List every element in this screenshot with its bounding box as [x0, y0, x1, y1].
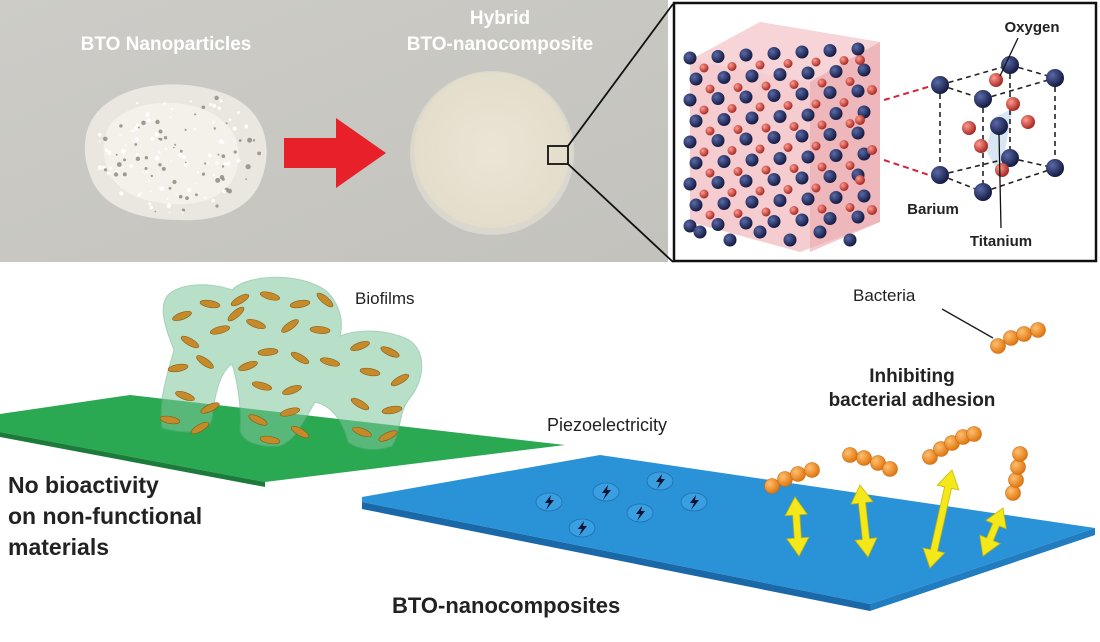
biofilms [159, 276, 423, 450]
unit-cell [931, 37, 1064, 229]
barium-label: Barium [907, 201, 959, 218]
zoom-line-bottom [567, 163, 674, 263]
nanoparticles-label: BTO Nanoparticles [81, 34, 252, 55]
composite-label-line2: BTO-nanocomposite [407, 34, 594, 55]
crystal-lattice [683, 22, 880, 252]
bacteria-pointer [941, 308, 994, 339]
inhibit-label-line2: bacterial adhesion [829, 390, 996, 411]
titanium-pointer [998, 133, 1002, 229]
bto-surface-edge [362, 502, 870, 611]
crystal-inset: Oxygen Barium Titanium [672, 1, 1098, 263]
piezo-label: Piezoelectricity [547, 415, 667, 435]
oxygen-label: Oxygen [1004, 19, 1059, 36]
no-bioactivity-line3: materials [8, 534, 109, 560]
process-arrow [284, 118, 386, 188]
inhibit-label-line1: Inhibiting [869, 366, 954, 387]
repulsion-arrows [784, 469, 1007, 569]
biofilms-label: Biofilms [355, 289, 415, 308]
composite-label-line1: Hybrid [470, 8, 530, 29]
titanium-atom [990, 117, 1008, 135]
zoom-line-top [567, 3, 674, 147]
bacteria-label: Bacteria [853, 286, 916, 305]
zoom-box [547, 145, 569, 165]
nanocomposite-disk [414, 72, 570, 228]
non-functional-surface-edge [0, 432, 265, 487]
barium-atoms [931, 56, 1064, 201]
bto-surface [362, 455, 1095, 604]
oxygen-atoms [962, 73, 1035, 177]
photo-panel: BTO Nanoparticles Hybrid BTO-nanocomposi… [0, 0, 668, 262]
bto-nanocomposites-label: BTO-nanocomposites [392, 593, 620, 618]
piezo-charges [535, 471, 708, 538]
bto-surface-side [870, 528, 1095, 611]
free-bacteria [764, 322, 1046, 501]
oxygen-pointer [999, 37, 1019, 77]
titanium-label: Titanium [970, 233, 1032, 250]
biofilm-bacteria [159, 291, 410, 445]
nanoparticle-powder [84, 84, 267, 221]
powder-specks [97, 95, 261, 214]
no-bioactivity-line2: on non-functional [8, 503, 202, 529]
no-bioactivity-line1: No bioactivity [8, 472, 159, 498]
